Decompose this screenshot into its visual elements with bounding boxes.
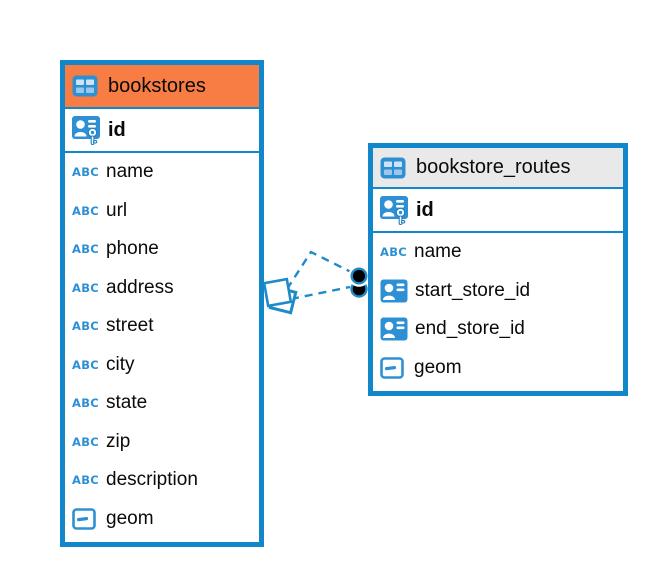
field-row[interactable]: ABC url (65, 191, 259, 230)
field-name: geom (106, 507, 154, 529)
text-type-icon: ABC (72, 434, 100, 449)
field-row[interactable]: end_store_id (373, 310, 623, 349)
text-type-icon: ABC (72, 396, 100, 411)
text-type-icon: ABC (72, 165, 100, 180)
field-row[interactable]: ABC city (65, 345, 259, 384)
relationship-line-upper[interactable] (285, 250, 354, 290)
entity-table-bookstores[interactable]: bookstores id (60, 60, 264, 547)
geometry-type-icon (380, 356, 407, 379)
field-name: state (106, 392, 148, 414)
text-type-icon: ABC (72, 242, 100, 257)
field-row[interactable]: ABC address (65, 268, 259, 307)
field-name: street (106, 315, 154, 337)
foreign-key-icon (380, 317, 408, 341)
text-type-icon: ABC (72, 319, 100, 334)
relationship-line-lower[interactable] (290, 285, 351, 301)
field-name: url (106, 199, 128, 221)
field-name: city (106, 353, 135, 375)
text-type-icon: ABC (380, 245, 408, 260)
table-title: bookstores (108, 74, 206, 97)
table-header[interactable]: bookstore_routes (373, 148, 623, 189)
table-header[interactable]: bookstores (65, 65, 259, 109)
table-icon (380, 157, 408, 179)
primary-key-icon (379, 195, 409, 226)
field-row[interactable]: start_store_id (373, 271, 623, 310)
cardinality-square-marker-front (262, 277, 293, 308)
field-row[interactable]: ABC phone (65, 230, 259, 269)
foreign-key-icon (380, 279, 408, 303)
field-row[interactable]: geom (373, 348, 623, 387)
primary-key-name: id (416, 198, 434, 221)
field-name: start_store_id (415, 279, 531, 301)
field-name: description (106, 469, 198, 491)
cardinality-dot-marker-front (348, 265, 370, 287)
field-row[interactable]: ABC street (65, 307, 259, 346)
primary-key-name: id (108, 118, 126, 141)
field-row[interactable]: ABC description (65, 461, 259, 500)
entity-table-bookstore-routes[interactable]: bookstore_routes id (368, 143, 628, 396)
field-row[interactable]: geom (65, 499, 259, 538)
primary-key-icon (71, 115, 101, 146)
field-name: geom (414, 356, 462, 378)
text-type-icon: ABC (72, 280, 100, 295)
primary-key-row[interactable]: id (373, 189, 623, 233)
text-type-icon: ABC (72, 203, 100, 218)
field-row[interactable]: ABC zip (65, 422, 259, 461)
geometry-type-icon (72, 507, 99, 530)
field-name: address (106, 276, 174, 298)
relationship-connector[interactable] (250, 235, 380, 330)
text-type-icon: ABC (72, 473, 100, 488)
field-name: zip (106, 430, 131, 452)
field-row[interactable]: ABC name (373, 233, 623, 272)
field-row[interactable]: ABC state (65, 384, 259, 423)
field-name: phone (106, 238, 159, 260)
table-icon (72, 75, 100, 97)
primary-key-row[interactable]: id (65, 109, 259, 153)
field-name: name (106, 161, 154, 183)
field-row[interactable]: ABC name (65, 153, 259, 192)
table-title: bookstore_routes (416, 156, 571, 178)
text-type-icon: ABC (72, 357, 100, 372)
field-name: name (414, 241, 462, 263)
field-name: end_store_id (415, 318, 525, 340)
